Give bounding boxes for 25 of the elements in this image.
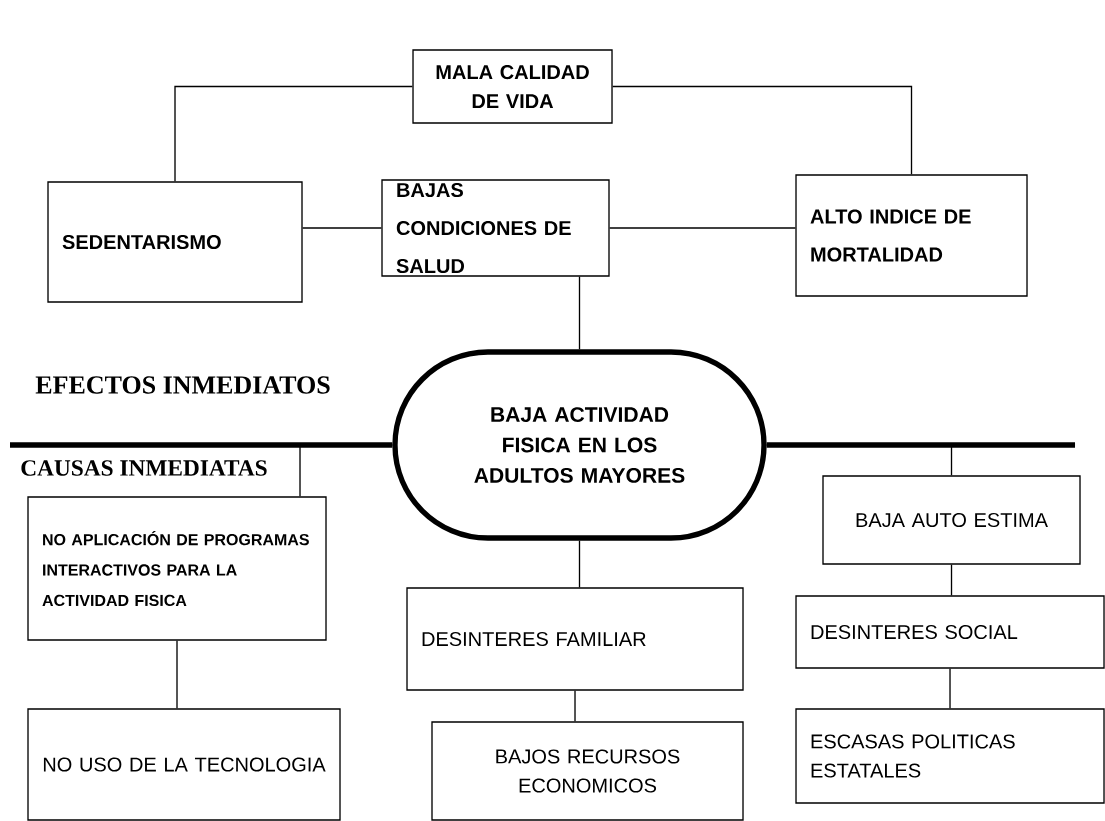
connector-line (766, 444, 953, 476)
connector-line (176, 640, 178, 709)
cause-box: NO USO DE LA TECNOLOGIA (27, 708, 341, 821)
effect-box: ALTO INDICE DE MORTALIDAD (795, 174, 1028, 297)
connector-line (574, 690, 576, 722)
connector-line (612, 85, 913, 175)
connector-line (609, 227, 796, 229)
connector-line (174, 85, 413, 182)
effect-box: SEDENTARISMO (47, 181, 303, 303)
connector-line (302, 227, 382, 229)
connector-line (299, 444, 393, 497)
cause-box: BAJA AUTO ESTIMA (822, 475, 1081, 565)
effect-box: MALA CALIDAD DE VIDA (412, 49, 613, 124)
connector-line (950, 564, 953, 596)
connector-line (578, 540, 581, 588)
cause-box: NO APLICACIÓN DE PROGRAMAS INTERACTIVOS PARA LA ACTIVIDAD FISICA (27, 496, 327, 641)
cause-box: BAJOS RECURSOS ECONOMICOS (431, 721, 744, 821)
section-heading: CAUSAS INMEDIATAS (21, 460, 267, 476)
effect-box: BAJAS CONDICIONES DE SALUD (381, 179, 610, 277)
connector-line (949, 668, 951, 709)
cause-box: DESINTERES FAMILIAR (406, 587, 744, 691)
cause-box: ESCASAS POLITICAS ESTATALES (795, 708, 1105, 804)
cause-box: DESINTERES SOCIAL (795, 595, 1105, 669)
section-heading: EFECTOS INMEDIATOS (35, 376, 330, 394)
connector-line (578, 276, 581, 350)
